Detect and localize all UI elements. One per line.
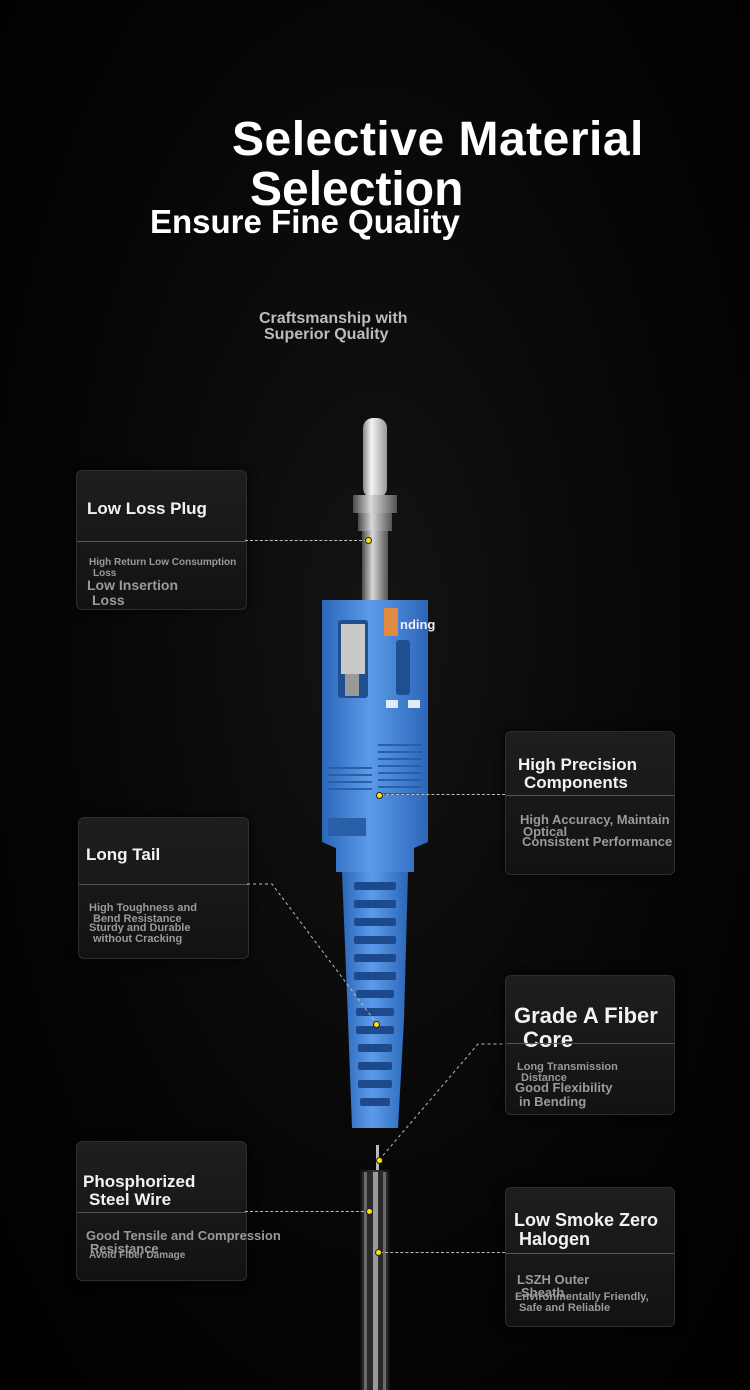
callout-line-lszh: [380, 1252, 505, 1253]
callout-line-low-loss: [245, 540, 367, 541]
feature-card-lszh: Low Smoke Zero Halogen LSZH Outer Sheath…: [505, 1187, 675, 1327]
callout-dot-lszh: [375, 1249, 382, 1256]
feature-card-low-loss-plug: Low Loss Plug High Return Loss Low Consu…: [76, 470, 247, 610]
callout-dot-high-precision: [376, 792, 383, 799]
subheading-line-1: Craftsmanship with: [259, 310, 408, 327]
ferrule: [363, 418, 387, 498]
callout-dot-steel-wire: [366, 1208, 373, 1215]
feature-card-high-precision: High Precision Components High Accuracy,…: [505, 731, 675, 875]
metal-sleeve: [353, 495, 397, 513]
callout-dot-fiber-core: [376, 1157, 383, 1164]
callout-line-steel-wire: [245, 1211, 369, 1212]
headline-line-2: Selection: [250, 163, 464, 216]
feature-card-long-tail: Long Tail High Toughness and Bend Resist…: [78, 817, 249, 959]
headline-line-3: Ensure Fine Quality: [150, 203, 460, 240]
feature-card-steel-wire: Phosphorized Steel Wire Good Tensile and…: [76, 1141, 281, 1281]
feature-title: Low Loss Plug: [87, 499, 207, 518]
callout-dot-low-loss: [365, 537, 372, 544]
feature-card-grade-a-fiber: Grade A Fiber Core Long Transmission Dis…: [505, 975, 675, 1115]
subheading: Craftsmanship with Superior Quality: [259, 311, 407, 343]
callout-dot-long-tail: [373, 1021, 380, 1028]
headline-line-1: Selective Material: [232, 113, 644, 166]
callout-line-high-precision: [381, 794, 505, 795]
subheading-line-2: Superior Quality: [264, 326, 389, 343]
brand-label: nding: [400, 617, 436, 632]
